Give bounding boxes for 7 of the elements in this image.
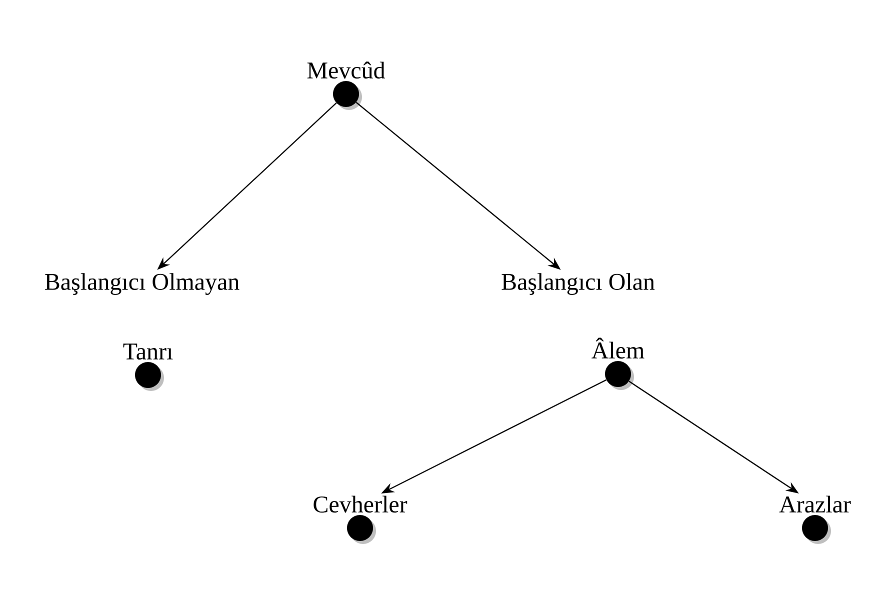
- node-label: Başlangıcı Olan: [502, 273, 655, 295]
- node-label: Başlangıcı Olmayan: [45, 273, 240, 295]
- node-label: Âlem: [592, 338, 644, 359]
- node-label: Arazlar: [779, 496, 851, 513]
- node-label: Tanrı: [123, 344, 173, 360]
- node-label: Mevcûd: [307, 62, 386, 79]
- node-label: Cevherler: [314, 496, 408, 513]
